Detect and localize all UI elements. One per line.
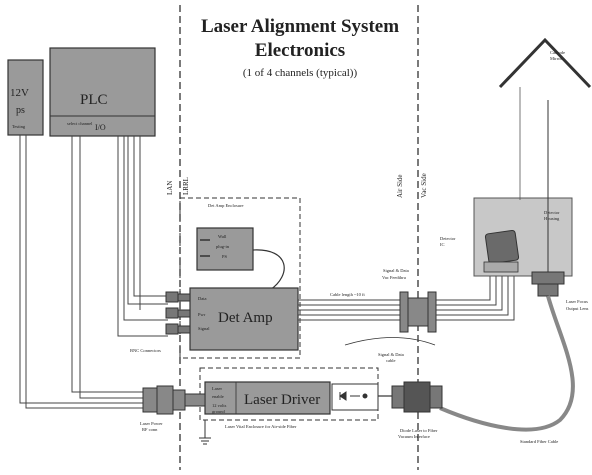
plc-box: PLC I/O select channel <box>49 47 156 137</box>
vac-side-label: Vac Side <box>420 173 428 198</box>
control-wires <box>19 135 168 409</box>
svg-text:PLC: PLC <box>80 92 108 108</box>
detector-chip <box>483 229 520 273</box>
svg-text:I/O: I/O <box>95 123 106 132</box>
laser-connector-label: Laser Power <box>140 421 163 426</box>
vacuum-interface-label: Diode Laser to Fiber <box>400 428 438 433</box>
svg-text:Testing: Testing <box>12 124 26 129</box>
feedthrough-label: Signal & Data <box>383 268 409 273</box>
svg-text:Detector: Detector <box>440 236 456 241</box>
det-amp-box: Det Amp Data Pwr Signal <box>189 287 299 351</box>
bnc-label: BNC Connectors <box>130 348 161 353</box>
svg-text:Signal: Signal <box>198 326 210 331</box>
svg-text:PS: PS <box>222 254 228 259</box>
svg-text:12V: 12V <box>10 87 29 99</box>
diagram-title-line2: Electronics <box>255 40 345 61</box>
vacuum-wires <box>436 272 515 321</box>
feedthrough-label-2: Vac Feedthru <box>382 275 407 280</box>
svg-text:select channel: select channel <box>67 121 93 126</box>
lrrl-label: LRRL <box>182 177 190 195</box>
svg-text:Pwr: Pwr <box>198 312 206 317</box>
laser-connectors <box>142 385 206 415</box>
laser-enclosure-label: Laser Vital Enclosure for Air-side Fiber <box>225 424 297 429</box>
laser-diode-optics <box>331 383 379 411</box>
svg-text:Wall: Wall <box>218 234 227 239</box>
output-lens <box>531 271 565 297</box>
power-supply-box: 12V ps Testing <box>7 59 44 136</box>
diagram-subtitle: (1 of 4 channels (typical)) <box>243 67 358 79</box>
svg-text:enable: enable <box>212 394 224 399</box>
cathode-label-2: Mirror <box>550 56 562 61</box>
diagram-title-line1: Laser Alignment System <box>201 16 399 37</box>
svg-text:ground: ground <box>212 409 225 414</box>
det-amp-enclosure <box>179 197 301 359</box>
svg-text:IC: IC <box>440 242 445 247</box>
cathode-label: Cathode <box>550 50 565 55</box>
lens-label-2: Output Lens <box>566 306 589 311</box>
svg-text:plug-in: plug-in <box>216 244 230 249</box>
cable-arrow <box>344 337 436 346</box>
svg-text:Housing: Housing <box>544 216 560 221</box>
cable-length-label: Cable length ~10 ft <box>330 292 366 297</box>
svg-text:12 volts: 12 volts <box>212 403 227 408</box>
svg-text:Laser: Laser <box>212 386 222 391</box>
fiber-label: Standard Fiber Cable <box>520 439 558 444</box>
svg-text:Laser Driver: Laser Driver <box>244 392 320 408</box>
ground-symbol <box>199 420 211 445</box>
cable-caption: Signal & Data <box>378 352 404 357</box>
fiber-cable <box>439 295 575 432</box>
svg-text:ps: ps <box>16 105 25 116</box>
laser-connector-label-2: RF conn <box>142 427 158 432</box>
lan-label: LAN <box>166 181 174 195</box>
lens-label: Laser Focus <box>566 299 588 304</box>
vacuum-interface <box>391 381 443 413</box>
laser-driver-box: Laser Driver Laser enable 12 volts groun… <box>204 381 331 415</box>
svg-text:Detector: Detector <box>544 210 560 215</box>
svg-text:Data: Data <box>198 296 207 301</box>
det-amp-enclosure-label: Det Amp Enclosure <box>208 203 244 208</box>
detector-cable <box>298 299 400 321</box>
cathode-mirror <box>498 37 592 89</box>
wall-plug-transformer: Wall plug-in PS <box>196 227 285 291</box>
cable-caption-2: cable <box>386 358 396 363</box>
air-side-label: Air Side <box>396 174 404 198</box>
svg-text:Det Amp: Det Amp <box>218 310 273 326</box>
vacuum-interface-label-2: Vacuum Interface <box>398 434 430 439</box>
vacuum-feedthrough <box>399 291 437 333</box>
bnc-connectors <box>165 291 191 335</box>
